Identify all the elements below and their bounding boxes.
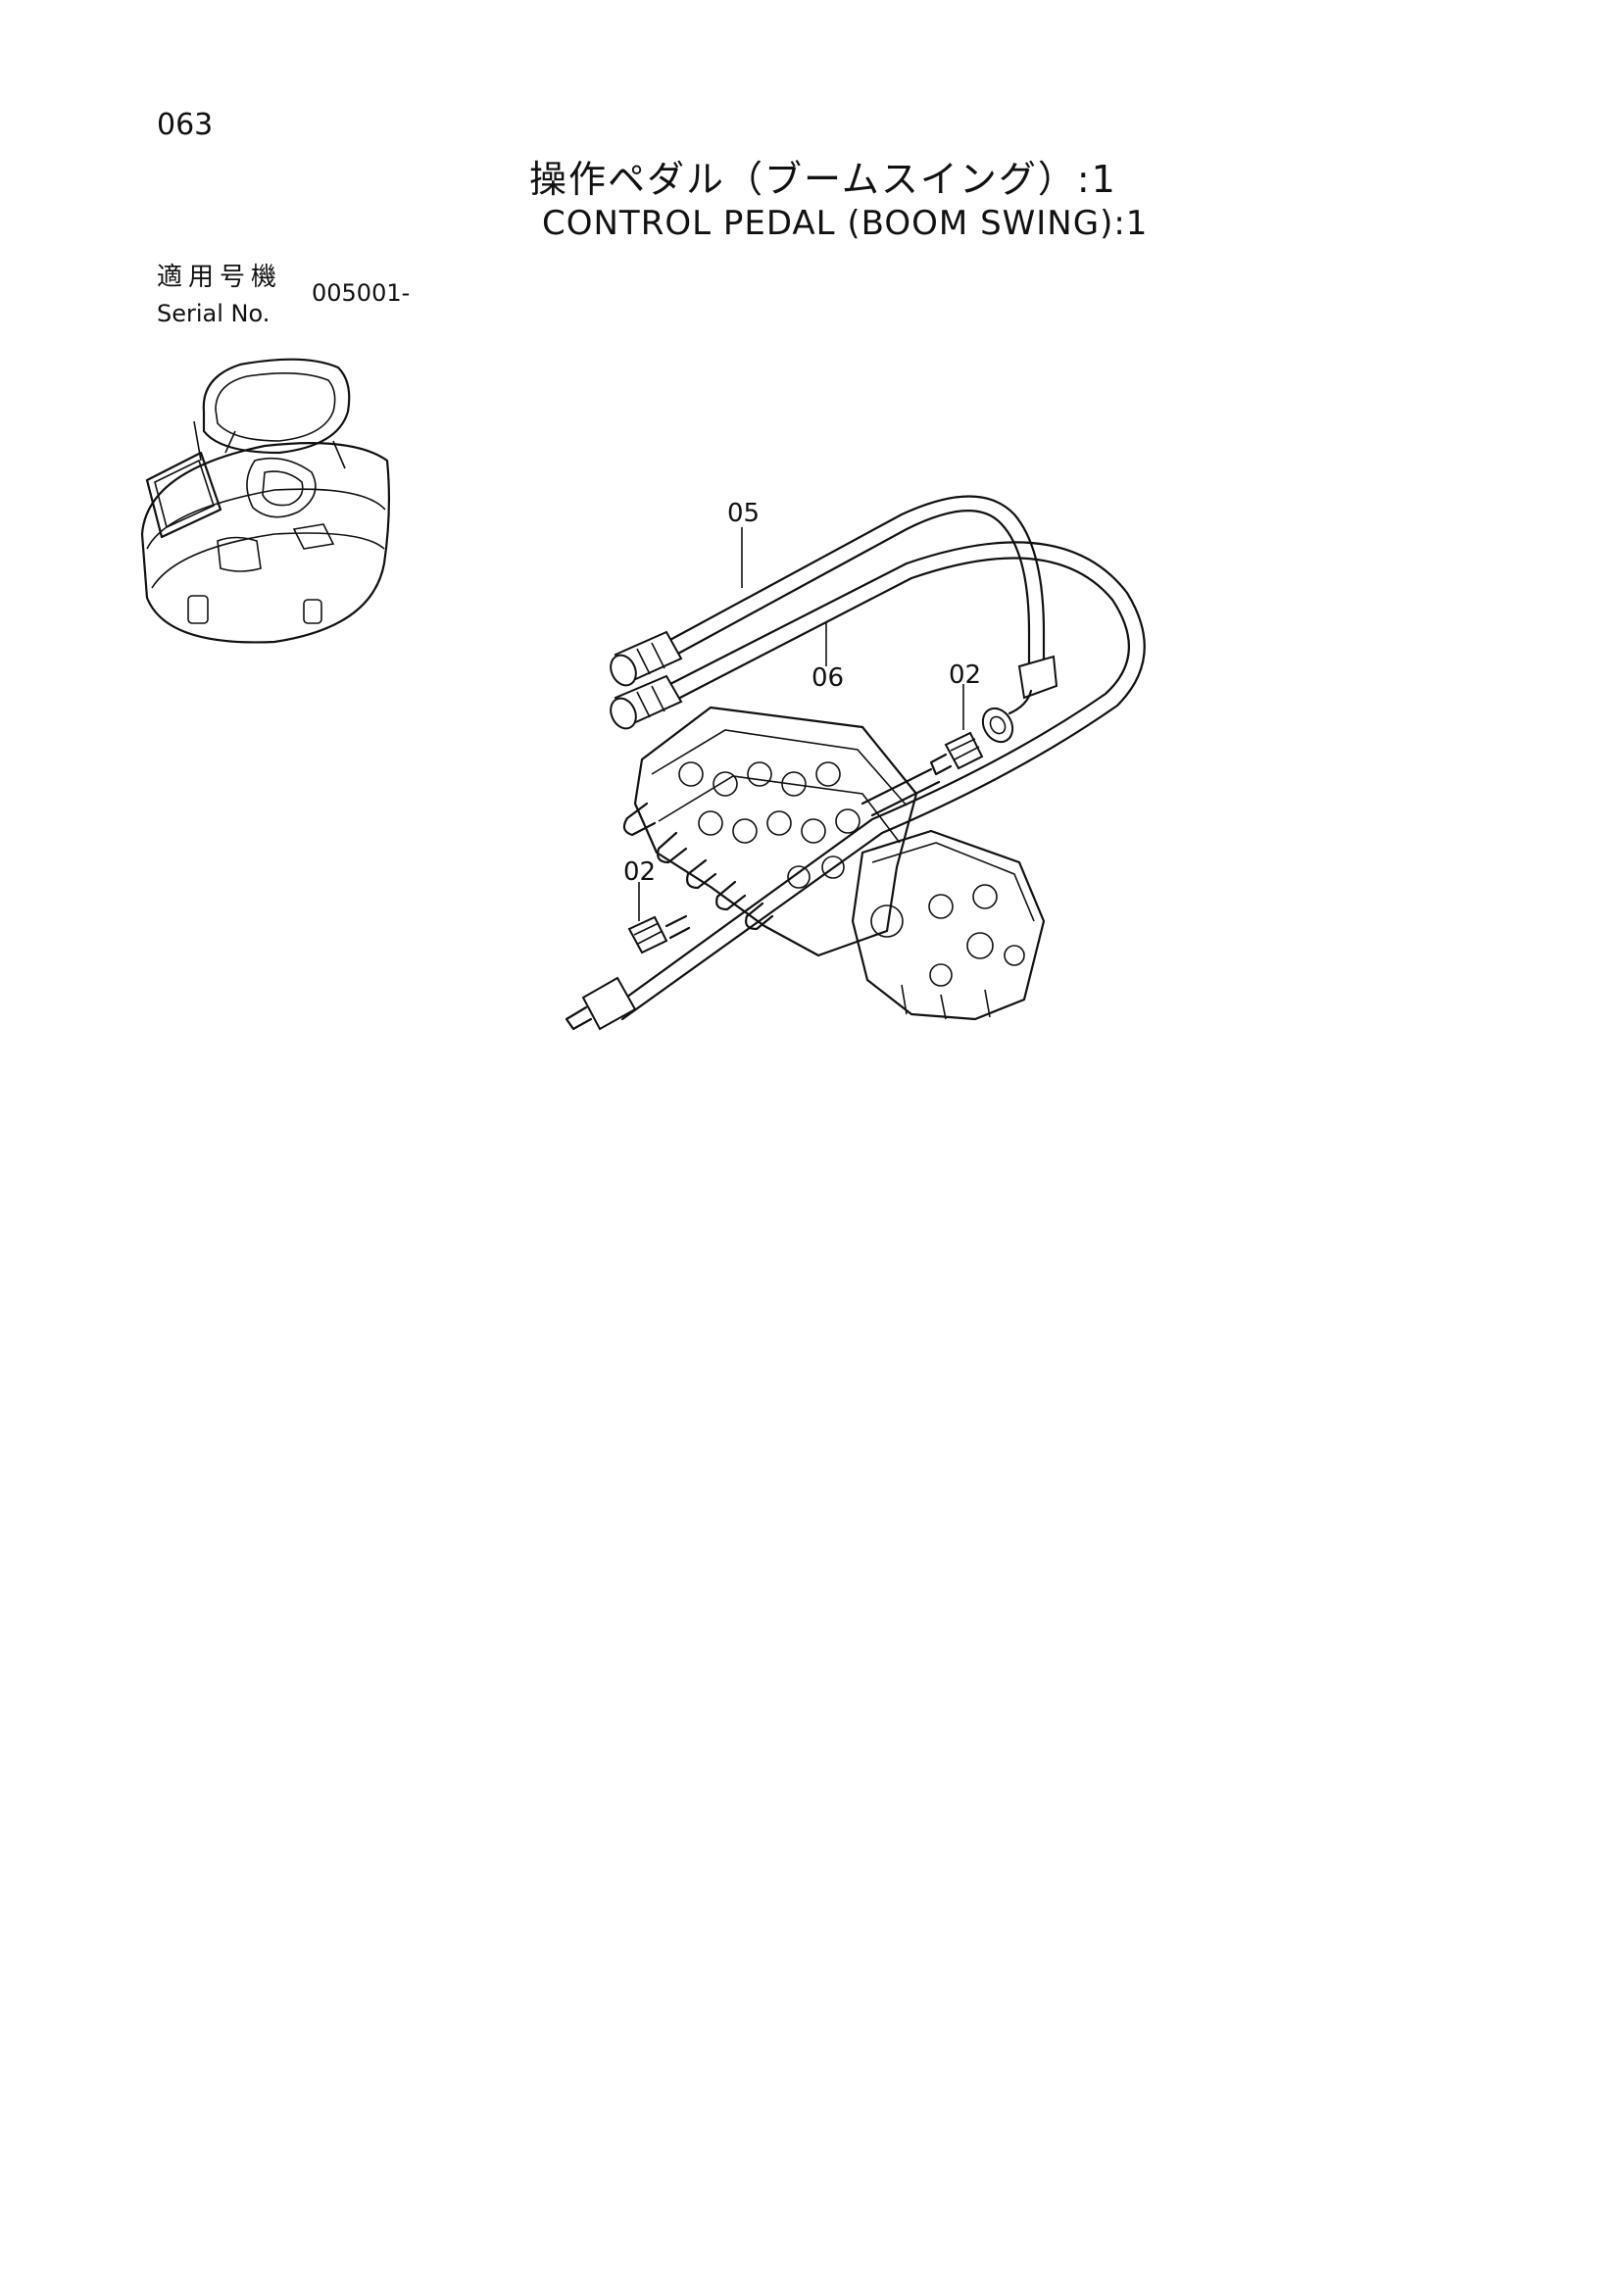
callout-02-upper: 02 [949, 660, 981, 690]
hose-06 [565, 541, 1146, 1031]
callout-leaders [638, 527, 964, 921]
serial-label-japanese: 適用号機 [157, 263, 283, 292]
callout-05: 05 [727, 499, 760, 528]
adapter-02-upper [861, 731, 984, 817]
machine-location-thumbnail [140, 358, 391, 644]
hose-05 [610, 495, 1046, 687]
elbow-fitting [981, 655, 1058, 744]
page-number: 063 [157, 108, 214, 142]
callout-02-lower: 02 [623, 857, 656, 887]
callout-06: 06 [812, 663, 844, 693]
serial-label-english: Serial No. [157, 300, 270, 327]
serial-range: 005001- [312, 279, 411, 307]
page-title-japanese: 操作ペダル（ブームスイング）:1 [529, 158, 1117, 201]
adapter-02-lower [627, 914, 691, 954]
page-title-english: CONTROL PEDAL (BOOM SWING):1 [542, 204, 1149, 243]
control-valve-assembly [622, 706, 1046, 1021]
